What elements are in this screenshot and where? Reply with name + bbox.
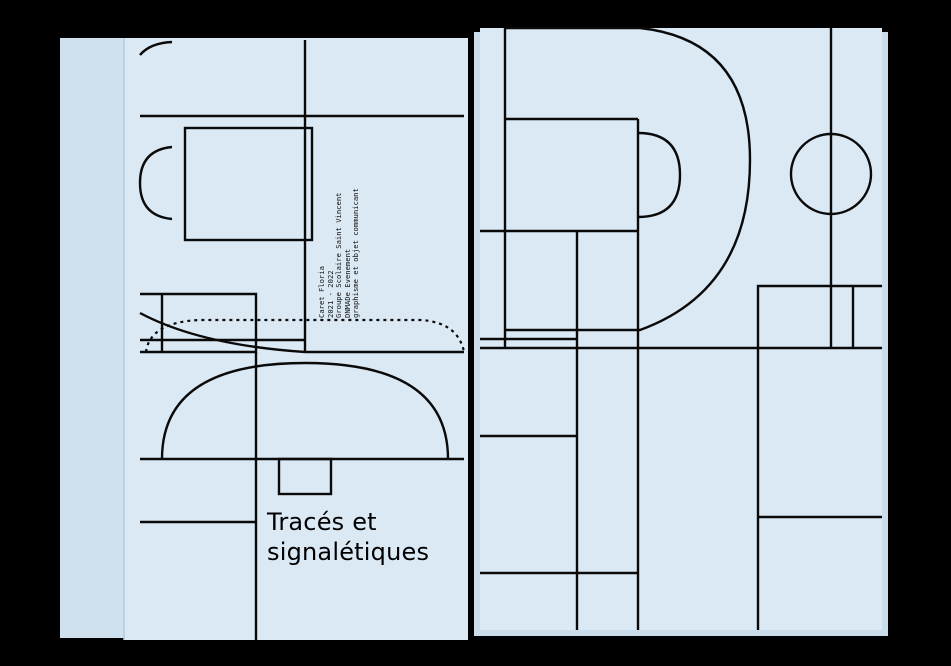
left-half-arc <box>138 145 173 221</box>
cover-title-line-2: signalétiques <box>267 538 430 566</box>
cover-credits: Caret Floria 2021 - 2022 Groupe Scolaire… <box>317 188 361 318</box>
cover-title: Tracés et signalétiques <box>267 507 429 567</box>
large-d-arc <box>505 26 752 332</box>
left-booklet-back-pages <box>60 38 130 638</box>
small-square-under-dome <box>277 457 333 496</box>
left-small-box <box>140 292 258 354</box>
left-booklet <box>60 38 468 640</box>
half-dome-arc <box>160 361 450 460</box>
credit-specialty: graphisme et objet communicant <box>351 188 361 318</box>
right-booklet <box>474 26 888 636</box>
top-left-arc <box>139 40 173 56</box>
right-box <box>756 284 882 630</box>
dotted-arc <box>144 318 466 353</box>
right-cover-line-art <box>480 26 882 630</box>
curved-stroke <box>139 311 306 354</box>
small-semicircle <box>637 131 682 219</box>
cover-title-line-1: Tracés et <box>267 508 377 536</box>
framed-rectangle <box>183 126 314 242</box>
left-cover-line-art <box>138 40 466 640</box>
